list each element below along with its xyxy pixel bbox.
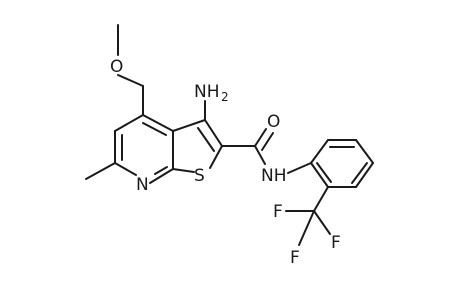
methoxymethyl-group [117,24,144,116]
bond-ar-6-double [316,162,332,183]
benzene-ring [310,139,374,188]
bond-c6-n [114,162,137,176]
atom-fluorine-3: F [290,248,300,268]
trifluoromethyl-group [285,186,331,246]
atom-amino-subscript: 2 [221,90,229,104]
bond-c-nh [254,145,266,165]
atom-fluorine-2: F [331,233,341,253]
atom-oxygen-carbonyl: O [267,112,280,132]
bond-c3a-c4 [142,114,174,132]
bond-c-f3 [298,210,315,246]
bond-c3a-c4-double [142,122,167,136]
bond-ar-3 [355,139,374,164]
atom-oxygen-methoxy: O [110,57,123,77]
thiophene-ring [172,119,223,173]
atom-sulfur: S [194,166,205,186]
bond-s-c7a [172,168,195,173]
bond-c-f2 [313,210,331,235]
bond-c6-methyl [85,162,116,180]
bond-ar-cf3 [313,186,329,212]
bond-c3-c2 [204,119,223,147]
atom-amide-nh: NH [261,166,287,186]
bond-c4-c5 [114,114,144,132]
bond-n-c7a-double [154,166,168,175]
bond-nh-aryl [287,162,312,174]
bond-c-o [254,128,267,147]
bond-c3a-c3 [172,119,206,132]
bond-n-c7a [149,168,174,184]
bond-ar-4 [355,162,374,188]
pyridine-ring [114,114,174,184]
bond-c-o-double [261,132,274,151]
atom-nitrogen-pyridine: N [136,175,149,195]
bond-ar-4-double [351,162,368,184]
atom-fluorine-1: F [273,202,283,222]
bond-ar-1 [310,139,329,164]
amide-group [221,128,312,174]
bond-o-ch2 [117,74,144,87]
atom-amino-nh: NH [194,82,220,102]
bond-c3-c2-double [197,127,215,152]
bond-c2-s [209,145,223,169]
bond-ar-6 [310,162,329,188]
